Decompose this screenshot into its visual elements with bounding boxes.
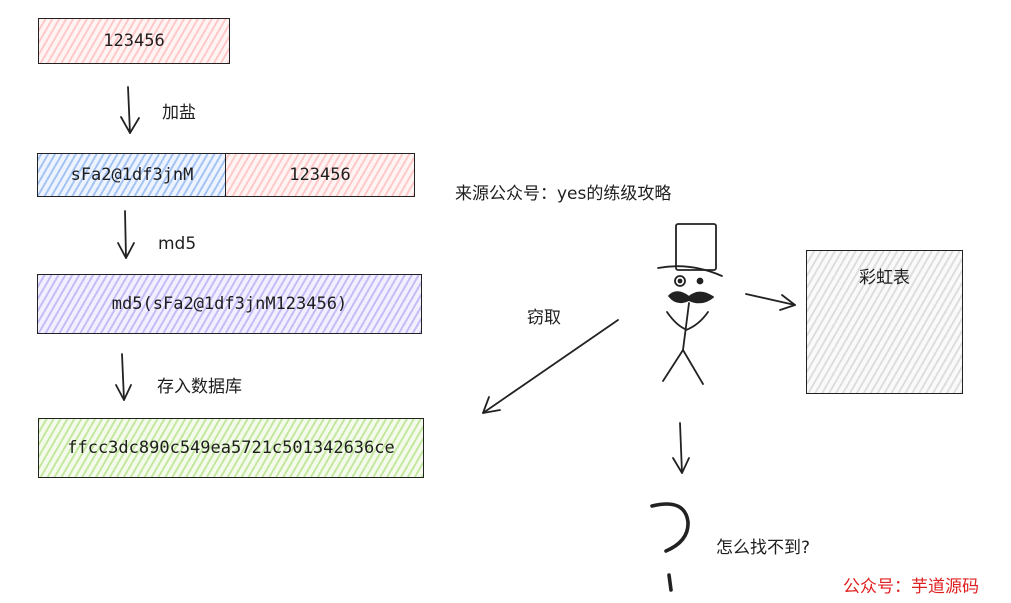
steal-label: 窃取	[527, 308, 561, 328]
hash-box: ffcc3dc890c549ea5721c501342636ce	[38, 418, 424, 478]
password-copy-box: 123456	[225, 153, 415, 197]
md5-expression-box: md5(sFa2@1df3jnM123456)	[37, 274, 422, 334]
password-box: 123456	[38, 18, 230, 64]
md5-expression-text: md5(sFa2@1df3jnM123456)	[111, 294, 348, 314]
arrow-down-2	[117, 210, 135, 259]
watermark: 公众号：芋道源码	[843, 577, 979, 597]
salt-text: sFa2@1df3jnM	[70, 165, 194, 185]
add-salt-label: 加盐	[162, 103, 196, 123]
password-copy-text: 123456	[289, 165, 351, 185]
stick-figure-icon	[657, 223, 723, 385]
arrow-to-rainbow-table	[745, 293, 796, 311]
store-db-label: 存入数据库	[157, 377, 242, 397]
arrow-down-3	[115, 353, 132, 401]
cant-find-label: 怎么找不到?	[716, 538, 811, 558]
arrow-down-4	[672, 422, 690, 474]
rainbow-table-text: 彩虹表	[859, 268, 910, 288]
md5-label: md5	[158, 234, 197, 254]
question-mark-icon	[650, 502, 690, 592]
password-text: 123456	[103, 31, 165, 51]
steal-arrow	[482, 319, 619, 414]
source-label: 来源公众号：yes的练级攻略	[455, 184, 672, 204]
arrow-down-1	[120, 86, 140, 134]
rainbow-table-box: 彩虹表	[806, 250, 963, 394]
hash-text: ffcc3dc890c549ea5721c501342636ce	[67, 438, 395, 458]
